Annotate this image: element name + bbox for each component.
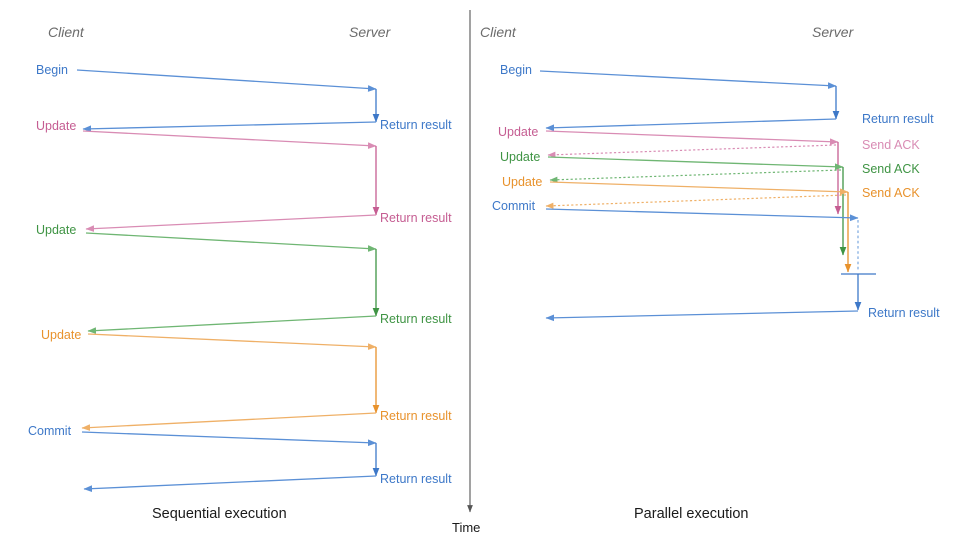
left-server-label-return-1: Return result bbox=[380, 118, 452, 132]
left-server-label-return-4: Return result bbox=[380, 409, 452, 423]
left-client-label-commit: Commit bbox=[28, 424, 72, 438]
parallel-flow-update-1 bbox=[545, 130, 842, 215]
left-client-label-update-2: Update bbox=[36, 223, 77, 237]
left-server-label-return-3: Return result bbox=[380, 312, 452, 326]
parallel-flow-commit bbox=[545, 208, 876, 322]
parallel-flow-begin bbox=[539, 70, 840, 132]
left-client-label-update-1: Update bbox=[36, 119, 77, 133]
time-axis-label: Time bbox=[452, 520, 481, 535]
right-client-label-update-1: Update bbox=[498, 125, 539, 139]
right-header-client: Client bbox=[480, 24, 516, 40]
right-client-label-update-2: Update bbox=[500, 150, 541, 164]
right-header-server: Server bbox=[812, 24, 854, 40]
right-server-label-return-2: Return result bbox=[868, 306, 940, 320]
right-server-label-return-1: Return result bbox=[862, 112, 934, 126]
sequential-flow-begin bbox=[76, 69, 380, 133]
right-server-label-ack-1: Send ACK bbox=[862, 138, 920, 152]
left-panel-caption: Sequential execution bbox=[152, 506, 287, 522]
parallel-flow-update-2 bbox=[547, 156, 847, 256]
sequential-flow-update-2 bbox=[85, 232, 380, 334]
left-header-client: Client bbox=[48, 24, 84, 40]
sequential-flow-update-1 bbox=[82, 130, 380, 232]
right-server-label-ack-3: Send ACK bbox=[862, 186, 920, 200]
right-client-label-begin: Begin bbox=[500, 63, 532, 77]
right-server-label-ack-2: Send ACK bbox=[862, 162, 920, 176]
left-client-label-begin: Begin bbox=[36, 63, 68, 77]
left-header-server: Server bbox=[349, 24, 391, 40]
right-client-label-commit: Commit bbox=[492, 199, 536, 213]
left-client-label-update-3: Update bbox=[41, 328, 82, 342]
right-panel-caption: Parallel execution bbox=[634, 506, 749, 522]
left-server-label-return-2: Return result bbox=[380, 211, 452, 225]
parallel-flow-update-3 bbox=[545, 181, 852, 273]
right-client-label-update-3: Update bbox=[502, 175, 543, 189]
left-server-label-return-5: Return result bbox=[380, 472, 452, 486]
sequential-flow-commit bbox=[81, 431, 380, 493]
sequential-flow-update-3 bbox=[81, 333, 380, 431]
